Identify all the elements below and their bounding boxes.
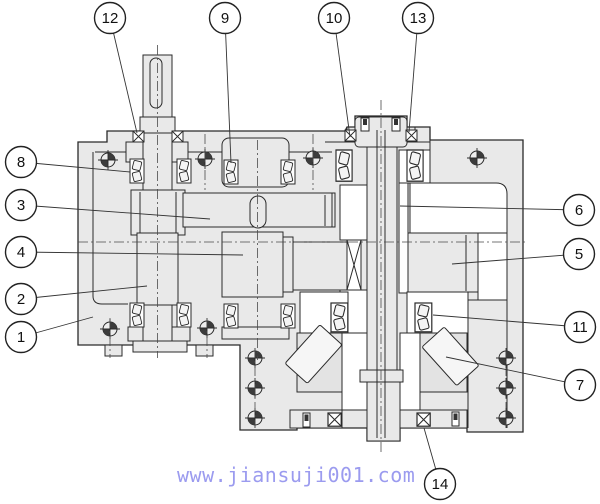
- callout-balloon-8: 8: [4, 145, 38, 179]
- svg-text:13: 13: [410, 10, 427, 27]
- callout-balloon-7: 7: [563, 368, 597, 402]
- watermark-url: www.jiansuji001.com: [177, 463, 416, 487]
- svg-text:12: 12: [102, 10, 119, 27]
- svg-text:5: 5: [575, 246, 583, 263]
- callout-balloons: 12 9 10 13 8 3 4 2: [4, 1, 597, 501]
- svg-text:8: 8: [17, 154, 25, 171]
- leader-5: [451, 253, 580, 265]
- leader-13: [408, 17, 419, 133]
- callout-balloon-1: 1: [4, 320, 38, 354]
- leader-4: [20, 251, 244, 256]
- callout-balloon-4: 4: [4, 235, 38, 269]
- centerlines: [78, 45, 528, 452]
- svg-text:3: 3: [17, 197, 25, 214]
- leader-7: [445, 356, 581, 386]
- callout-balloon-6: 6: [562, 193, 596, 227]
- svg-text:2: 2: [17, 291, 25, 308]
- svg-text:14: 14: [432, 476, 449, 493]
- svg-text:11: 11: [572, 319, 588, 336]
- svg-text:9: 9: [221, 10, 229, 27]
- callout-balloon-2: 2: [4, 282, 38, 316]
- callout-balloon-3: 3: [4, 188, 38, 222]
- svg-text:4: 4: [17, 244, 25, 261]
- leader-10: [333, 17, 351, 138]
- callout-balloon-11: 11: [563, 310, 597, 344]
- top-covers: [95, 127, 430, 342]
- callout-balloon-10: 10: [317, 1, 351, 35]
- leader-8: [20, 161, 131, 173]
- leader-12: [109, 17, 138, 134]
- callout-balloon-13: 13: [401, 1, 435, 35]
- callout-balloon-5: 5: [562, 237, 596, 271]
- intermediate-gears: [182, 192, 362, 298]
- callout-balloon-14: 14: [423, 467, 457, 501]
- svg-text:1: 1: [17, 329, 25, 346]
- callout-balloon-9: 9: [208, 1, 242, 35]
- svg-text:7: 7: [576, 377, 584, 394]
- input-shaft: [130, 54, 186, 342]
- svg-text:10: 10: [326, 10, 343, 27]
- leader-11: [432, 314, 581, 328]
- callout-balloon-12: 12: [93, 1, 127, 35]
- leader-3: [20, 204, 211, 220]
- leader-6: [399, 205, 580, 211]
- leader-9: [224, 17, 232, 164]
- svg-text:6: 6: [575, 202, 583, 219]
- leader-2: [20, 285, 148, 300]
